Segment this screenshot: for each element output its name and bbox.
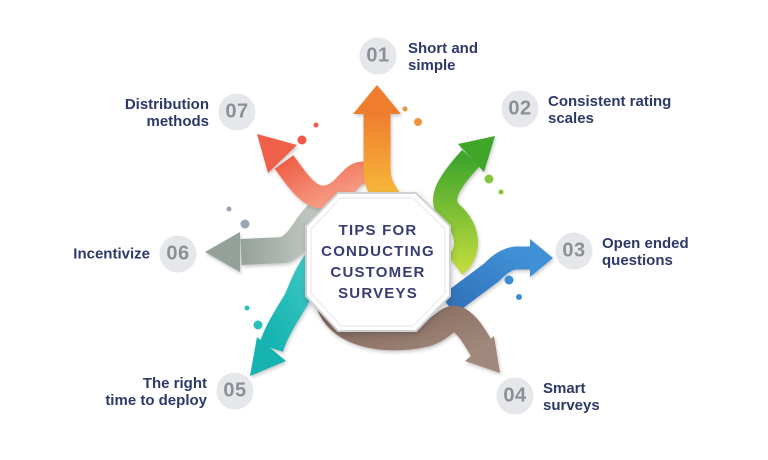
decor-dot-gray-large	[240, 219, 250, 229]
step-label-07: Distribution methods	[124, 96, 209, 130]
decor-dot-gray-small	[226, 206, 232, 212]
decor-dot-orange-small	[402, 106, 408, 112]
arrow-07-distribution-methods	[257, 134, 373, 209]
step-badge-03: 03	[555, 232, 593, 270]
decor-dot-teal-large	[253, 320, 263, 330]
step-badge-04: 04	[496, 377, 534, 415]
step-badge-06: 06	[159, 235, 197, 273]
step-badge-07: 07	[218, 93, 256, 131]
decor-dot-blue-large	[504, 275, 514, 285]
decor-dot-green-large	[484, 174, 494, 184]
step-badge-02: 02	[501, 90, 539, 128]
decor-dots	[226, 106, 522, 330]
decor-dot-red-large	[297, 135, 307, 145]
step-badge-05: 05	[216, 372, 254, 410]
center-octagon	[305, 192, 451, 332]
center-title: TIPS FOR CONDUCTING CUSTOMER SURVEYS	[321, 222, 435, 302]
step-label-04: Smart surveys	[543, 380, 600, 414]
decor-dot-blue-small	[516, 294, 522, 300]
step-label-03: Open ended questions	[602, 235, 689, 269]
step-label-05: The right time to deploy	[105, 375, 207, 409]
step-badge-01: 01	[359, 37, 397, 75]
arrow-02-consistent-rating-scales	[433, 136, 495, 275]
decor-dot-red-small	[313, 122, 319, 128]
decor-dot-teal-small	[244, 305, 250, 311]
step-label-06: Incentivize	[73, 245, 150, 263]
decor-dot-orange-large	[414, 118, 422, 126]
arrow-03-open-ended-questions	[441, 239, 553, 315]
step-label-02: Consistent rating scales	[548, 93, 672, 127]
step-label-01: Short and simple	[408, 40, 478, 74]
decor-dot-green-small	[498, 189, 504, 195]
